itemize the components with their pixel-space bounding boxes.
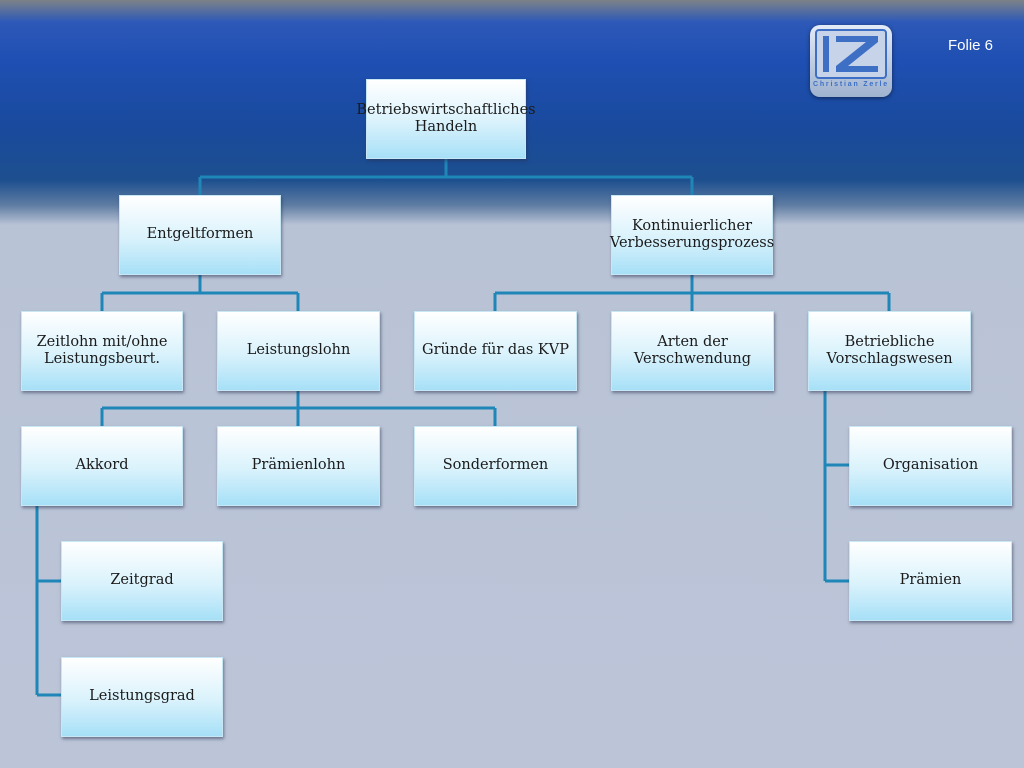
node-vorschlagswesen: Betriebliche Vorschlagswesen <box>808 311 971 391</box>
company-logo: Christian Zerle <box>810 25 892 97</box>
logo-text: Christian Zerle <box>812 81 889 88</box>
node-kvp: Kontinuierlicher Verbesserungsprozess <box>610 195 774 275</box>
node-root: Betriebswirtschaftliches Handeln <box>356 79 536 159</box>
connector-leistungslohn <box>100 389 497 426</box>
node-entgeltformen: Entgeltformen <box>119 195 281 275</box>
node-arten-verschwendung: Arten der Verschwendung <box>611 311 774 391</box>
connector-kvp <box>493 274 891 311</box>
node-praemienlohn: Prämienlohn <box>217 426 380 506</box>
logo-mark-icon <box>815 29 887 79</box>
node-praemien: Prämien <box>849 541 1012 621</box>
node-leistungsgrad: Leistungsgrad <box>61 657 223 737</box>
node-zeitlohn: Zeitlohn mit/ohne Leistungsbeurt. <box>21 311 183 391</box>
connector-entgeltformen <box>100 274 300 311</box>
connector-vorschlag <box>823 389 850 583</box>
node-zeitgrad: Zeitgrad <box>61 541 223 621</box>
node-organisation: Organisation <box>849 426 1012 506</box>
node-sonderformen: Sonderformen <box>414 426 577 506</box>
node-gruende-kvp: Gründe für das KVP <box>414 311 577 391</box>
connector-root <box>198 158 694 195</box>
connector-akkord <box>35 505 62 697</box>
node-leistungslohn: Leistungslohn <box>217 311 380 391</box>
node-akkord: Akkord <box>21 426 183 506</box>
slide-number: Folie 6 <box>948 37 994 54</box>
